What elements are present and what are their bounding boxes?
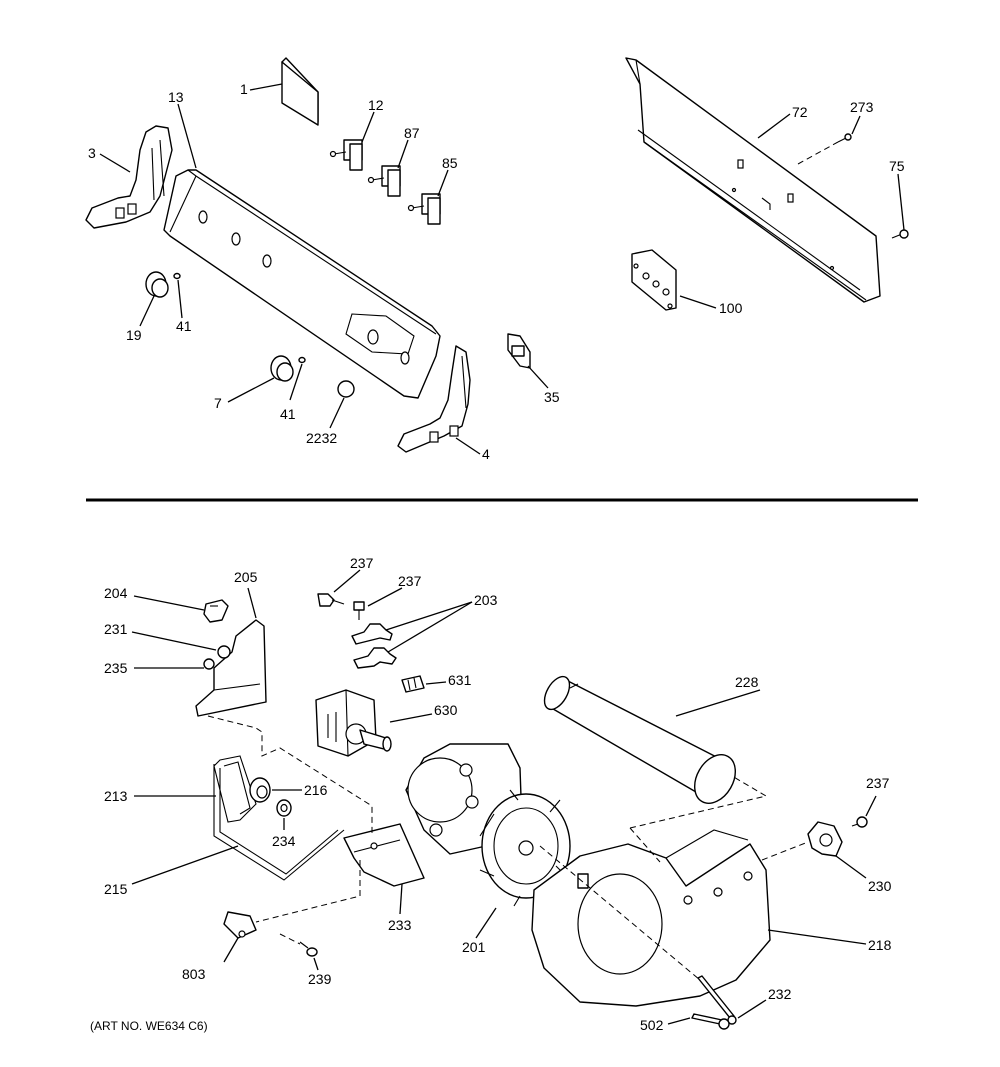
label-204: 204: [104, 585, 128, 601]
part-230-thermostat[interactable]: [807, 821, 843, 857]
label-85: 85: [442, 155, 458, 171]
part-2232-button[interactable]: [337, 380, 355, 398]
label-201: 201: [462, 939, 486, 955]
label-87: 87: [404, 125, 420, 141]
label-237b: 237: [398, 573, 422, 589]
label-2232: 2232: [306, 430, 337, 446]
part-631-connector[interactable]: [401, 675, 425, 693]
part-85-switch[interactable]: [407, 193, 441, 225]
label-233: 233: [388, 917, 412, 933]
label-215: 215: [104, 881, 128, 897]
label-231: 231: [104, 621, 128, 637]
part-630-motor[interactable]: [315, 689, 392, 757]
part-232-bolt[interactable]: [697, 975, 737, 1025]
part-205-motor-bracket[interactable]: [195, 619, 267, 717]
label-630: 630: [434, 702, 458, 718]
label-41a: 41: [176, 318, 192, 334]
part-215-spring[interactable]: [213, 764, 345, 881]
label-13: 13: [168, 89, 184, 105]
part-72-rear-panel[interactable]: [625, 57, 881, 303]
label-19: 19: [126, 327, 142, 343]
label-218: 218: [868, 937, 892, 953]
part-12-switch[interactable]: [329, 139, 363, 171]
label-72: 72: [792, 104, 808, 120]
part-75-screw[interactable]: [891, 229, 909, 239]
label-213: 213: [104, 788, 128, 804]
part-41b-clip[interactable]: [298, 356, 306, 364]
part-1-instruction-sheet[interactable]: [281, 57, 319, 126]
part-239-screw[interactable]: [299, 941, 318, 957]
label-234: 234: [272, 833, 296, 849]
label-232: 232: [768, 986, 792, 1002]
part-87-switch[interactable]: [367, 165, 401, 197]
part-235-screw[interactable]: [203, 658, 215, 670]
part-502-screw[interactable]: [691, 1013, 730, 1030]
part-234-nut[interactable]: [276, 799, 292, 817]
label-3: 3: [88, 145, 96, 161]
part-803-switch[interactable]: [223, 911, 257, 939]
part-3-left-end-cap[interactable]: [85, 125, 173, 229]
label-75: 75: [889, 158, 905, 174]
part-41a-clip[interactable]: [173, 272, 181, 280]
label-803: 803: [182, 966, 206, 982]
part-218-blower-housing[interactable]: [531, 829, 771, 1007]
label-273: 273: [850, 99, 874, 115]
part-201-blower-wheel[interactable]: [479, 789, 571, 907]
part-7-knob[interactable]: [270, 355, 294, 382]
assembly-dashed-lines: [207, 715, 809, 981]
callout-labels: 1 13 3 12 87 85 72 273 75 100 19 41 7 41…: [88, 81, 905, 1033]
label-631: 631: [448, 672, 472, 688]
label-502: 502: [640, 1017, 664, 1033]
part-203a-bracket[interactable]: [351, 623, 393, 645]
upper-leader-lines: [99, 83, 905, 455]
part-237a-screw[interactable]: [317, 593, 345, 607]
art-number: (ART NO. WE634 C6): [90, 1019, 208, 1033]
part-237b-screw[interactable]: [353, 601, 365, 620]
label-230: 230: [868, 878, 892, 894]
part-216-idler-pulley[interactable]: [249, 777, 271, 803]
label-41b: 41: [280, 406, 296, 422]
part-19-knob[interactable]: [145, 271, 169, 298]
label-239: 239: [308, 971, 332, 987]
label-12: 12: [368, 97, 384, 113]
label-216: 216: [304, 782, 328, 798]
label-35: 35: [544, 389, 560, 405]
part-203b-bracket[interactable]: [353, 647, 397, 669]
part-204-clamp[interactable]: [203, 599, 229, 623]
label-237c: 237: [866, 775, 890, 791]
part-100-terminal-block[interactable]: [631, 249, 677, 311]
part-35-switch[interactable]: [507, 333, 531, 369]
label-237a: 237: [350, 555, 374, 571]
part-273-screw[interactable]: [837, 133, 852, 143]
label-203: 203: [474, 592, 498, 608]
part-228-duct[interactable]: [539, 672, 743, 810]
part-4-right-end-cap[interactable]: [397, 345, 471, 453]
part-233-motor-mount[interactable]: [343, 823, 425, 887]
label-205: 205: [234, 569, 258, 585]
label-7: 7: [214, 395, 222, 411]
part-237c-screw[interactable]: [851, 816, 868, 828]
label-1: 1: [240, 81, 248, 97]
label-235: 235: [104, 660, 128, 676]
part-231-screw[interactable]: [217, 645, 231, 659]
label-100: 100: [719, 300, 743, 316]
label-4: 4: [482, 446, 490, 462]
part-13-control-panel[interactable]: [163, 169, 441, 399]
label-228: 228: [735, 674, 759, 690]
lower-leader-lines: [131, 569, 877, 1025]
